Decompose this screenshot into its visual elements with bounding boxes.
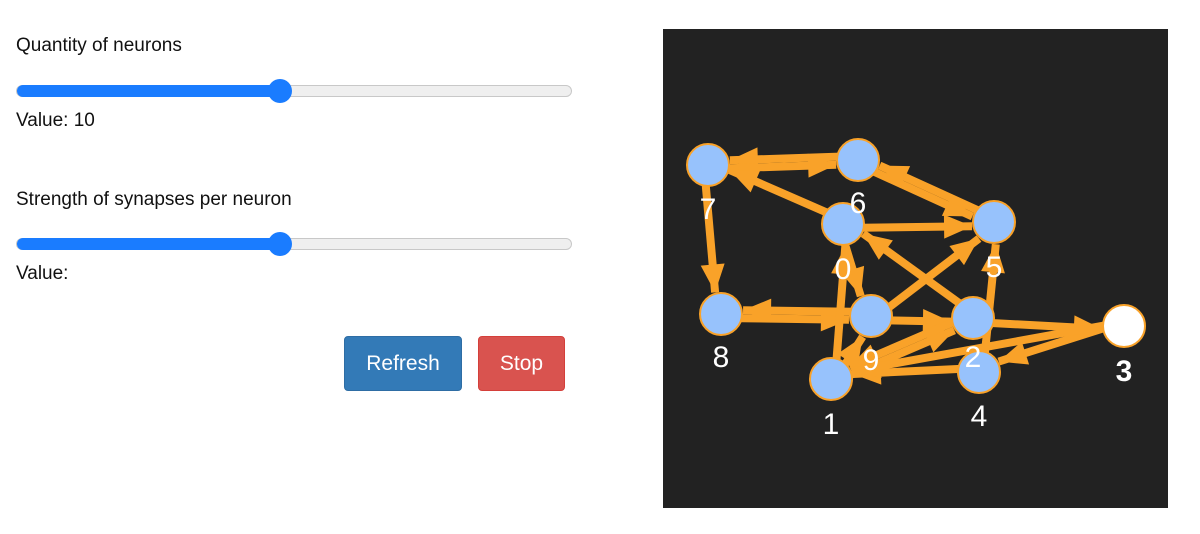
- synapse-arrowhead: [998, 341, 1030, 365]
- neuron-node-5[interactable]: [972, 200, 1016, 244]
- neuron-node-1[interactable]: [809, 357, 853, 401]
- synapse-arrowhead: [922, 309, 951, 334]
- neurons-value: Value: 10: [16, 110, 95, 131]
- synapse-edge-3-1: [851, 318, 1124, 376]
- slider-fill: [17, 85, 281, 97]
- neuron-label: 6: [850, 187, 867, 220]
- neuron-node-8[interactable]: [699, 292, 743, 336]
- synapse-arrowhead: [700, 263, 725, 293]
- neuron-label: 8: [713, 341, 730, 374]
- neuron-label: 3: [1116, 355, 1133, 388]
- neuron-label: 7: [700, 193, 717, 226]
- neuron-label: 0: [835, 253, 852, 286]
- neuron-node-2[interactable]: [951, 296, 995, 340]
- neuron-label: 5: [986, 251, 1003, 284]
- strength-label: Strength of synapses per neuron: [16, 189, 292, 210]
- neuron-node-4[interactable]: [957, 350, 1001, 394]
- slider-thumb[interactable]: [268, 232, 293, 256]
- refresh-button[interactable]: Refresh: [344, 336, 462, 391]
- network-graph-canvas[interactable]: 0 1 2 3 4 5 6 7 8 9: [663, 29, 1168, 508]
- neuron-node-3[interactable]: [1102, 304, 1146, 348]
- synapse-arrowhead: [831, 246, 856, 276]
- synapse-arrowhead: [807, 153, 837, 178]
- synapse-arrowhead: [923, 330, 955, 353]
- synapse-arrowhead: [943, 214, 973, 239]
- slider-fill: [17, 238, 281, 250]
- neuron-label: 4: [971, 400, 988, 433]
- strength-slider[interactable]: [16, 232, 572, 256]
- synapse-arrowhead: [729, 170, 761, 193]
- neuron-label: 2: [965, 341, 982, 374]
- neuron-node-9[interactable]: [849, 294, 893, 338]
- neurons-label: Quantity of neurons: [16, 35, 182, 56]
- slider-thumb[interactable]: [268, 79, 293, 103]
- strength-value: Value:: [16, 263, 69, 284]
- stop-button[interactable]: Stop: [478, 336, 565, 391]
- neurons-slider[interactable]: [16, 79, 572, 103]
- synapse-arrowhead: [981, 244, 1005, 274]
- synapse-arrowhead: [863, 233, 893, 260]
- synapse-arrowhead: [743, 298, 772, 323]
- neuron-label: 1: [823, 408, 840, 441]
- network-graph: 0 1 2 3 4 5 6 7 8 9: [686, 138, 1146, 441]
- synapse-arrowhead: [879, 165, 911, 189]
- synapse-arrowhead: [837, 336, 863, 367]
- synapse-arrowhead: [949, 238, 979, 266]
- neuron-node-6[interactable]: [836, 138, 880, 182]
- neuron-label: 9: [863, 344, 880, 377]
- neuron-node-7[interactable]: [686, 143, 730, 187]
- neuron-node-0[interactable]: [821, 202, 865, 246]
